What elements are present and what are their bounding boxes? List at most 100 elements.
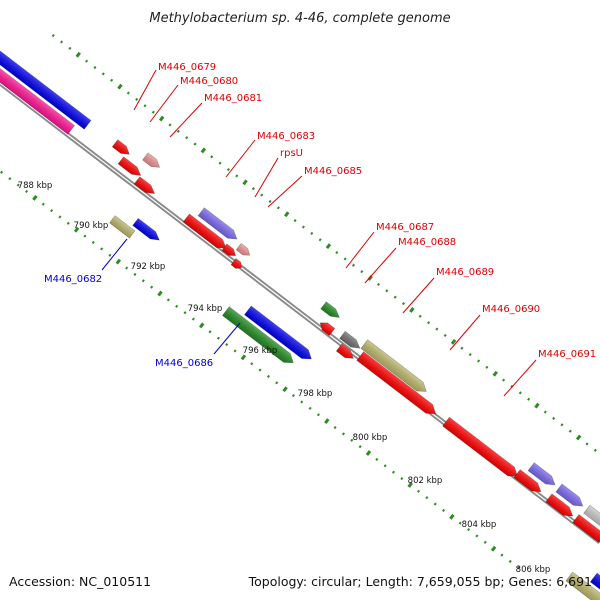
gene-label-m446-0689: M446_0689: [436, 267, 494, 278]
inner-dotted-track-dot: [391, 470, 396, 474]
outer-dotted-track-dot: [293, 219, 297, 223]
leader-line: [101, 238, 128, 271]
inner-dotted-track-dot: [467, 528, 471, 532]
leader-line: [133, 69, 157, 111]
outer-dotted-track-dot: [185, 136, 189, 140]
gene-label-m446-0688: M446_0688: [398, 237, 456, 248]
inner-dotted-track-dot: [66, 221, 70, 225]
cds-m446-0690-shade: [442, 417, 518, 477]
cds-m446-0679: [111, 139, 130, 155]
gray-feature-bar: [339, 330, 361, 349]
outer-dotted-track-dot: [318, 238, 322, 242]
slate-feature-bar-2: [527, 462, 556, 486]
inner-dotted-track-dot: [191, 317, 195, 321]
slate-feature-bar-3-shade: [555, 483, 583, 507]
outer-dotted-track-dot: [60, 40, 64, 44]
cds-rpsu-light: [235, 243, 251, 256]
slate-feature-bar: [197, 207, 238, 240]
outer-dotted-track-dot: [218, 161, 222, 165]
tick-track: 788 kbp 790 kbp 792 kbp 794 kbp 796 kbp …: [18, 181, 551, 575]
leader-line: [169, 102, 203, 138]
inner-dotted-track-dot: [8, 177, 12, 181]
outer-dotted-track-dot: [235, 174, 239, 178]
inner-dotted-track-dot: [125, 266, 129, 270]
outer-dotted-track-dot: [401, 301, 406, 306]
accession-text: Accession: NC_010511: [9, 574, 151, 589]
cds-m446-0680-shade: [118, 156, 141, 176]
cds-rpsu: [221, 243, 236, 256]
inner-dotted-track-dot: [458, 521, 462, 525]
olive-feature-bar: [360, 339, 427, 392]
outer-dotted-track-dot: [126, 91, 130, 95]
inner-dotted-track-dot: [375, 457, 379, 461]
outer-dotted-track-dot: [260, 193, 264, 197]
blue-small-feature-bar: [132, 217, 160, 241]
dotted-tracks: [0, 34, 597, 570]
cds-m446-0679-light-shade: [142, 152, 160, 168]
cds-rpsu-light-shade: [236, 243, 250, 256]
outer-dotted-track-dot: [75, 51, 81, 58]
gene-label-m446-0691: M446_0691: [538, 349, 596, 360]
cds-m446-0681-shade: [134, 176, 155, 194]
inner-dotted-track-dot: [50, 209, 54, 213]
inner-dotted-track-dot: [316, 413, 320, 417]
outer-dotted-track-dot: [593, 448, 597, 452]
outer-dotted-track-dot: [68, 46, 72, 50]
cds-m446-0691b: [545, 493, 574, 517]
olive-feature-bar-2: [565, 571, 600, 600]
leader-line: [213, 322, 241, 355]
inner-dotted-track-dot: [433, 502, 437, 506]
outer-dotted-track-dot: [301, 225, 305, 229]
inner-dotted-track-dot: [91, 240, 95, 245]
gene-label-m446-0683: M446_0683: [257, 131, 315, 142]
olive-small-feature-bar-shade: [109, 215, 135, 239]
inner-dotted-track-dot: [508, 559, 512, 564]
outer-dotted-track-dot: [210, 155, 214, 159]
outer-dotted-track-dot: [117, 83, 123, 90]
inner-dotted-track-dot: [25, 189, 29, 194]
cds-m446-0683: [182, 213, 227, 249]
leader-line: [345, 231, 375, 269]
inner-dotted-track-dot: [133, 272, 137, 276]
leader-line: [267, 175, 303, 208]
outer-dotted-track-dot: [585, 442, 589, 446]
green-small-feature-bar: [320, 301, 340, 318]
inner-dotted-track-dot: [417, 489, 421, 493]
leader-line: [449, 314, 481, 351]
leader-line: [254, 157, 279, 198]
gene-label-m446-0682: M446_0682: [44, 274, 102, 285]
inner-dotted-track-dot: [425, 496, 429, 500]
cds-m446-0679-light: [142, 152, 161, 168]
outer-dotted-track-dot: [527, 397, 531, 401]
inner-dotted-track-dot: [183, 311, 187, 315]
inner-dotted-track-dot: [275, 381, 279, 385]
outer-dotted-track-dot: [418, 314, 422, 318]
blue-feature-bar-3: [589, 572, 600, 600]
inner-dotted-track-dot: [266, 374, 270, 379]
tick-label: 800 kbp: [353, 433, 388, 443]
label-leaders: [101, 69, 537, 397]
outer-dotted-track-dot: [85, 59, 89, 63]
tick-label: 802 kbp: [408, 476, 443, 486]
olive-small-feature-bar: [109, 215, 136, 239]
inner-dotted-track-dot: [41, 202, 45, 206]
inner-dotted-track-dot: [282, 386, 288, 393]
tick-label: 804 kbp: [462, 520, 497, 530]
outer-dotted-track-dot: [367, 275, 373, 281]
slate-feature-bar-3: [555, 483, 584, 507]
outer-dotted-track-dot: [376, 282, 381, 286]
inner-dotted-track-dot: [0, 170, 4, 174]
inner-dotted-track-dot: [208, 330, 212, 334]
gray-feature-bar-shade: [339, 331, 360, 349]
inner-dotted-track-dot: [240, 354, 247, 361]
inner-dotted-track-dot: [83, 234, 87, 238]
outer-dotted-track-dot: [460, 346, 464, 350]
inner-dotted-track-dot: [442, 508, 446, 513]
inner-dotted-track-dot: [233, 349, 237, 353]
inner-dotted-track-dot: [365, 450, 372, 456]
outer-dotted-track-dot: [492, 370, 498, 377]
outer-dotted-track-dot: [477, 359, 481, 363]
inner-dotted-track-dot: [308, 406, 312, 410]
inner-dotted-track-dot: [198, 322, 205, 329]
outer-dotted-track-dot: [135, 97, 139, 101]
